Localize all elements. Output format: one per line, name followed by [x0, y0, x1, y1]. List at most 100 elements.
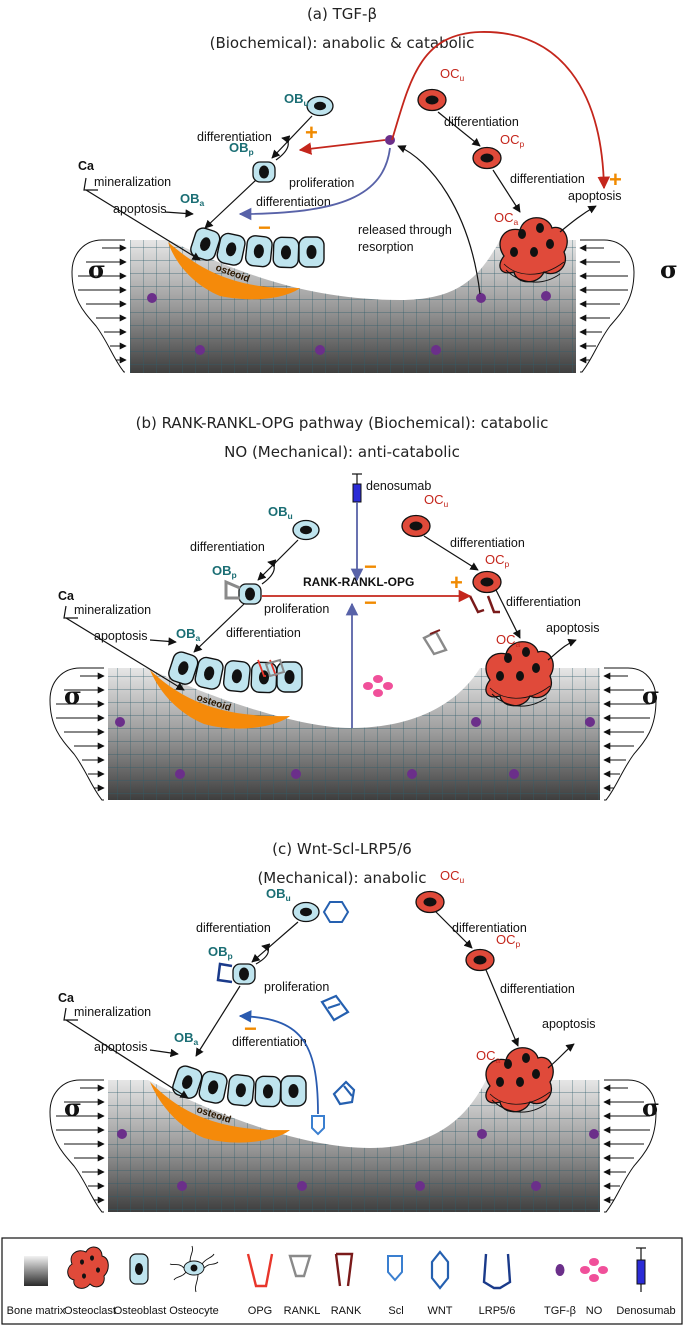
osteocyte-icon	[169, 1245, 219, 1293]
ob-progenitor-cell	[252, 161, 276, 183]
oc-apoptosis-label: apoptosis	[542, 1017, 596, 1031]
tgf-beta-particles	[147, 135, 551, 355]
legend-label-scl: Scl	[388, 1305, 403, 1317]
panel-c: (c) Wnt-Scl-LRP5/6 (Mechanical): anaboli…	[49, 840, 660, 1213]
ob-apoptosis-label: apoptosis	[113, 202, 167, 216]
ob-differentiation-1-label: differentiation	[190, 540, 265, 554]
ob-differentiation-2-label: differentiation	[226, 626, 301, 640]
ob-apoptosis-label: apoptosis	[94, 1040, 148, 1054]
no-icon	[580, 1258, 608, 1282]
oc-differentiation-2-label: differentiation	[500, 982, 575, 996]
legend-label-opg: OPG	[248, 1305, 272, 1317]
ob-p-label: OBp	[212, 563, 237, 580]
oc-u-label: OCu	[424, 492, 449, 509]
rankl-molecule	[264, 658, 286, 678]
legend-label-lrp: LRP5/6	[479, 1305, 516, 1317]
panel-b-arrows	[63, 502, 577, 728]
released-label-2: resorption	[358, 240, 414, 254]
oc-uncommitted-cell	[417, 88, 447, 112]
minus-sign-bottom: −	[364, 590, 377, 615]
tgf-beta-particles	[115, 717, 595, 779]
sigma-left: σ	[64, 1093, 82, 1122]
rankl-icon	[288, 1254, 312, 1278]
mineralization-label: mineralization	[94, 175, 171, 189]
load-profile-left: σ	[49, 1079, 105, 1213]
oc-p-label: OCp	[485, 552, 510, 569]
ob-p-label: OBp	[208, 944, 233, 961]
load-profile-left: σ	[71, 239, 127, 373]
legend-label-osteocyte: Osteocyte	[169, 1305, 219, 1317]
ca-label: Ca	[58, 991, 75, 1005]
legend-label-osteoclast: Osteoclast	[64, 1305, 116, 1317]
bone-matrix	[130, 240, 576, 373]
ob-u-label: OBu	[284, 91, 309, 108]
load-profile-right: σ	[579, 239, 678, 373]
oc-u-label: OCu	[440, 66, 465, 83]
plus-sign: +	[305, 120, 318, 145]
legend: Bone matrix Osteoclast Osteoblast Osteoc…	[1, 1237, 683, 1325]
oc-progenitor-cell	[465, 948, 495, 972]
rankl-free-molecule	[422, 630, 448, 656]
rank-fragment	[429, 629, 441, 635]
pathway-label: RANK-RANKL-OPG	[303, 575, 414, 589]
legend-label-rank: RANK	[331, 1305, 362, 1317]
ob-proliferation-label: proliferation	[289, 176, 354, 190]
tgf-beta-icon	[555, 1264, 565, 1276]
bone-matrix	[108, 668, 600, 800]
panel-a-arrows	[83, 31, 611, 295]
oc-differentiation-2-label: differentiation	[510, 172, 585, 186]
oc-apoptosis-label: apoptosis	[568, 189, 622, 203]
panel-b-title-2: NO (Mechanical): anti-catabolic	[224, 443, 460, 461]
ob-u-label: OBu	[268, 504, 293, 521]
oc-p-label: OCp	[500, 132, 525, 149]
active-osteoclast	[485, 641, 554, 707]
ob-uncommitted-cell	[292, 901, 320, 923]
denosumab-icon	[636, 1247, 646, 1292]
lrp-receptor	[216, 962, 233, 984]
minus-sign-top: −	[364, 554, 377, 579]
ob-uncommitted-cell	[292, 519, 320, 541]
oc-progenitor-cell	[472, 146, 502, 170]
load-profile-left: σ	[49, 667, 105, 801]
osteoblast-lining	[170, 1063, 307, 1108]
sigma-left: σ	[64, 681, 82, 710]
lrp-icon	[482, 1253, 512, 1290]
panel-c-arrows	[63, 911, 575, 1115]
osteoid-layer	[150, 670, 290, 729]
panel-a: (a) TGF-β (Biochemical): anabolic & cata…	[71, 5, 678, 373]
ob-u-label: OBu	[266, 886, 291, 903]
minus-sign: −	[258, 215, 271, 240]
ob-progenitor-cell	[232, 963, 256, 985]
oc-differentiation-2-label: differentiation	[506, 595, 581, 609]
panel-b-title-1: (b) RANK-RANKL-OPG pathway (Biochemical)…	[136, 414, 549, 432]
ob-progenitor-cell	[238, 583, 262, 605]
oc-apoptosis-label: apoptosis	[546, 621, 600, 635]
scl-molecule	[311, 1115, 325, 1136]
ob-a-label: OBa	[176, 626, 201, 643]
osteoclast-nuclei-icon	[80, 1255, 100, 1279]
oc-u-label: OCu	[440, 868, 465, 885]
legend-label-wnt: WNT	[427, 1305, 452, 1317]
legend-label-no: NO	[586, 1305, 603, 1317]
ob-a-label: OBa	[180, 191, 205, 208]
legend-label-denosumab: Denosumab	[616, 1305, 675, 1317]
sigma-left: σ	[88, 255, 106, 284]
plus-sign: +	[450, 570, 463, 595]
mineralization-label: mineralization	[74, 603, 151, 617]
osteoblast-icon	[129, 1253, 149, 1285]
oc-a-label: OCa	[476, 1048, 501, 1065]
sigma-right: σ	[642, 1093, 660, 1122]
oc-differentiation-1-label: differentiation	[452, 921, 527, 935]
wnt-free-molecule	[320, 994, 350, 1022]
osteoid-layer	[168, 242, 300, 300]
ca-label: Ca	[78, 159, 95, 173]
legend-label-osteoblast: Osteoblast	[114, 1305, 167, 1317]
load-profile-right: σ	[603, 667, 660, 801]
opg-icon	[246, 1253, 274, 1288]
tgf-beta-particles	[117, 1129, 599, 1191]
panel-a-title-2: (Biochemical): anabolic & catabolic	[210, 34, 475, 52]
ob-apoptosis-label: apoptosis	[94, 629, 148, 643]
osteoid-layer	[150, 1082, 290, 1143]
ob-differentiation-2-label: differentiation	[232, 1035, 307, 1049]
